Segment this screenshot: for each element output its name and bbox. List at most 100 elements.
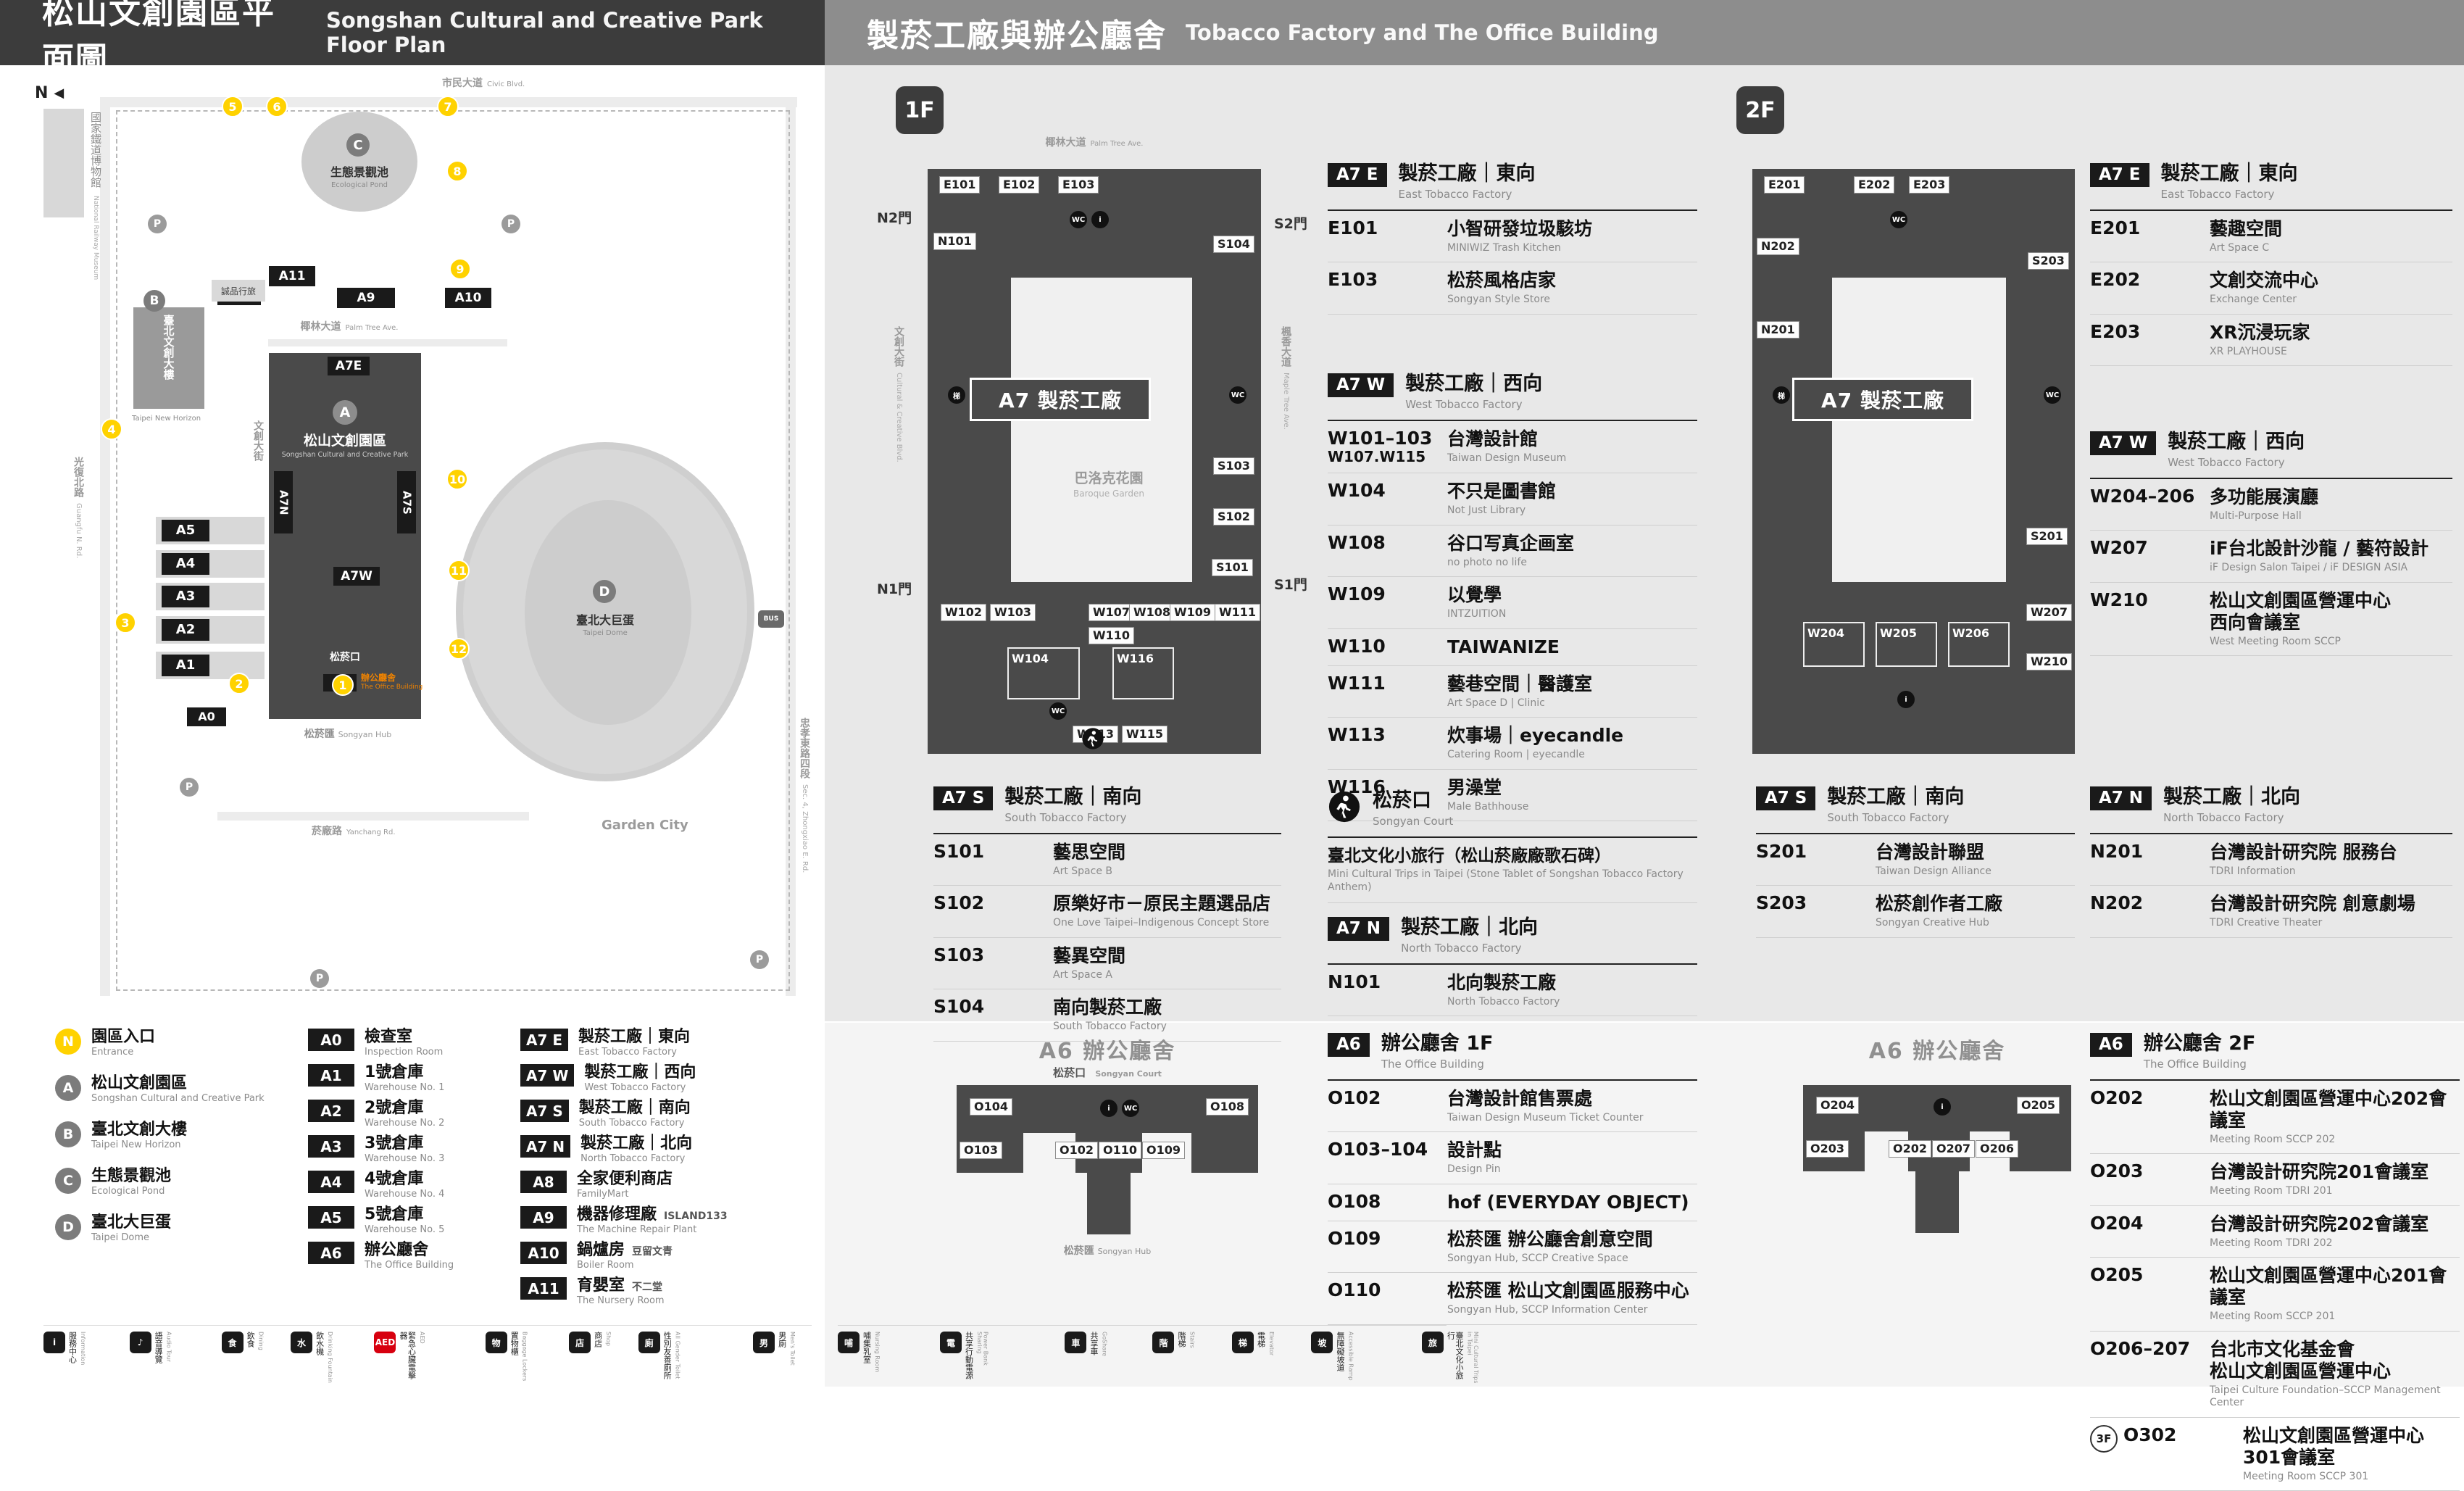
legend-place-badge: B bbox=[55, 1121, 81, 1147]
compass-label: N bbox=[35, 84, 49, 102]
bus-stop-icon: BUS bbox=[758, 610, 784, 628]
map-chip-a7n: A7N bbox=[274, 471, 293, 533]
a6-building-stub bbox=[1915, 1171, 1959, 1233]
facility-legend-item: 坡 無障礙坡道 Accessible Ramp bbox=[1311, 1332, 1393, 1381]
plan-label-a7: A7 製菸工廠 bbox=[1792, 378, 1973, 421]
map-chip-a9: A9 bbox=[337, 288, 395, 308]
legend-building-row: A2 2號倉庫 Warehouse No. 2 bbox=[308, 1099, 525, 1135]
facility-icon: 電 bbox=[939, 1332, 962, 1353]
plan-room-chip: W210 bbox=[2026, 653, 2073, 670]
legend-place-row: N 園區入口 Entrance bbox=[55, 1028, 294, 1065]
facility-icon: 坡 bbox=[1311, 1332, 1333, 1353]
facility-icon: i bbox=[43, 1332, 65, 1353]
legend-building-badge: A2 bbox=[308, 1100, 354, 1122]
legend-factory-badge: A11 bbox=[520, 1277, 567, 1300]
section-badge: A7 N bbox=[2090, 786, 2152, 811]
section-badge: A6 bbox=[1328, 1033, 1370, 1058]
section-badge: A7 E bbox=[1328, 163, 1387, 188]
plan-room-chip: O202 bbox=[1889, 1140, 1931, 1158]
legend-building-badge: A0 bbox=[308, 1029, 354, 1051]
road-zhongxiao bbox=[786, 97, 796, 996]
legend-place-badge: N bbox=[55, 1029, 81, 1055]
legend-building-row: A0 檢查室 Inspection Room bbox=[308, 1028, 525, 1064]
street-cultural-label: 文創大街 bbox=[252, 420, 264, 461]
map-chip-a2: A2 bbox=[162, 619, 209, 641]
plan-room-box: W206 bbox=[1948, 622, 2010, 667]
a6-building-wing bbox=[1191, 1133, 1258, 1173]
entrance-marker: 7 bbox=[437, 96, 459, 117]
section-badge: A7 W bbox=[1328, 373, 1394, 398]
pond-marker: C bbox=[346, 133, 370, 157]
facility-icon: 男 bbox=[753, 1332, 775, 1353]
restroom-icon: WC bbox=[1122, 1100, 1139, 1117]
parking-icon: P bbox=[501, 215, 520, 233]
door-s1: S1門 bbox=[1274, 577, 1307, 593]
legend-factory-row: A7 W 製菸工廠｜西向 West Tobacco Factory bbox=[520, 1063, 825, 1100]
street-zhongxiao-label: 忠孝東路四段Sec. 4, Zhongxiao E. Rd. bbox=[799, 718, 810, 873]
entrance-marker: 4 bbox=[101, 418, 122, 440]
songyan-hub-label: 松菸匯 Songyan Hub bbox=[1063, 1245, 1152, 1257]
plan-label-a7: A7 製菸工廠 bbox=[970, 378, 1151, 421]
plan-room-chip: O102 bbox=[1055, 1142, 1098, 1159]
legend-building-badge: A1 bbox=[308, 1064, 354, 1087]
plan-room-chip: W111 bbox=[1215, 604, 1261, 621]
legend-factory: A7 E 製菸工廠｜東向 East Tobacco Factory A7 W 製… bbox=[520, 1028, 825, 1313]
plan-room-chip: O205 bbox=[2017, 1097, 2060, 1114]
street-cultural-label-1f: 文創大街Cultural & Creative Blvd. bbox=[893, 326, 904, 462]
plan-room-chip: O104 bbox=[970, 1098, 1012, 1116]
map-chip-a7e: A7E bbox=[328, 357, 370, 375]
baroque-garden-label: 巴洛克花園 Baroque Garden bbox=[1073, 470, 1144, 499]
legend-factory-badge: A8 bbox=[520, 1171, 567, 1193]
plan-room-chip: E203 bbox=[1909, 176, 1950, 194]
legend-factory-row: A7 N 製菸工廠｜北向 North Tobacco Factory bbox=[520, 1134, 825, 1171]
new-horizon-marker: B bbox=[143, 290, 165, 312]
plan-room-chip: E201 bbox=[1764, 176, 1805, 194]
facility-legend-item: 電 共享行動電源 Power Bank Sharing bbox=[939, 1332, 1036, 1385]
facility-legend-item: 哺 哺集乳室 Nursing Room bbox=[838, 1332, 911, 1372]
info-icon: i bbox=[1091, 211, 1109, 228]
legend-building-badge: A3 bbox=[308, 1135, 354, 1158]
legend-place-row: D 臺北大巨蛋 Taipei Dome bbox=[55, 1213, 294, 1250]
entrance-marker: 8 bbox=[446, 160, 468, 182]
legend-places: N 園區入口 Entrance A 松山文創園區 Songshan Cultur… bbox=[55, 1028, 294, 1261]
facility-legend-item: 水 飲水機 Drinking Fountain bbox=[291, 1332, 355, 1383]
facility-legend-item: i 服務中心 Information bbox=[43, 1332, 111, 1365]
entrance-marker: 3 bbox=[115, 612, 136, 634]
floor-plan-a6-1f: A6 辦公廳舍 松菸口 Songyan Court O104 O103 O102… bbox=[948, 1033, 1267, 1279]
facility-icon: 哺 bbox=[838, 1332, 860, 1353]
plan-room-chip: E101 bbox=[939, 176, 981, 194]
plan-room-chip: W102 bbox=[941, 604, 987, 621]
facility-legend-item: ♪ 語音導覽 Audio Tour bbox=[129, 1332, 203, 1363]
entrance-marker: 5 bbox=[222, 96, 244, 117]
left-header-title-en: Songshan Cultural and Creative Park Floo… bbox=[326, 8, 763, 57]
plan-room-chip: W109 bbox=[1170, 604, 1216, 621]
map-chip-a1: A1 bbox=[162, 655, 209, 676]
legend-building-badge: A4 bbox=[308, 1171, 354, 1193]
legend-factory-badge: A10 bbox=[520, 1242, 567, 1264]
facility-icon: ♪ bbox=[129, 1332, 151, 1353]
eslite-hotel-block: 誠品行旅 bbox=[212, 280, 265, 302]
parking-icon: P bbox=[310, 969, 329, 988]
plan-room-box: W204 bbox=[1803, 622, 1865, 667]
